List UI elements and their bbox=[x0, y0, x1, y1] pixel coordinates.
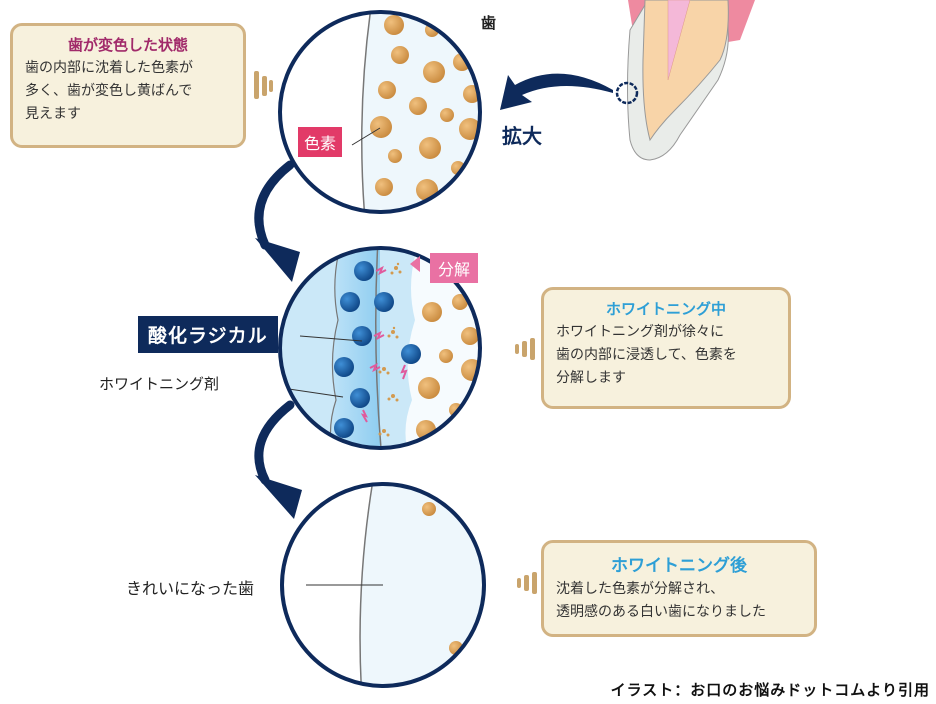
info-box-body: 歯の内部に沈着した色素が 多く、歯が変色し黄ばんで 見えます bbox=[25, 57, 231, 126]
pigment-particles bbox=[370, 15, 480, 201]
info-box-discolored: 歯が変色した状態 歯の内部に沈着した色素が 多く、歯が変色し黄ばんで 見えます bbox=[10, 23, 246, 148]
info-box-title: ホワイトニング後 bbox=[611, 556, 747, 576]
credit-text: イラスト：お口のお悩みドットコムより引用 bbox=[610, 681, 930, 699]
flow-arrow-2-icon bbox=[254, 400, 295, 485]
body-line: 分解します bbox=[556, 370, 626, 386]
body-line: 歯の内部に浸透して、色素を bbox=[556, 347, 737, 363]
body-line: 沈着した色素が分解され、 bbox=[556, 581, 725, 597]
magnify-target-icon bbox=[615, 81, 639, 105]
discolored-tooth-circle bbox=[278, 10, 482, 214]
label-decompose: 分解 bbox=[430, 253, 479, 283]
decomposed-pigment bbox=[378, 262, 402, 437]
info-box-title: ホワイトニング中 bbox=[605, 300, 726, 318]
body-line: 見えます bbox=[25, 106, 81, 122]
info-box-title: 歯が変色した状態 bbox=[67, 36, 188, 54]
label-pigment: 色素 bbox=[298, 127, 343, 157]
body-line: 歯の内部に沈着した色素が bbox=[25, 60, 193, 76]
pigment-particles bbox=[416, 294, 480, 440]
body-line: ホワイトニング剤が徐々に bbox=[556, 324, 724, 340]
pigment-particle bbox=[422, 502, 436, 516]
label-clean-tooth: きれいになった歯 bbox=[126, 579, 255, 598]
label-whitening-agent: ホワイトニング剤 bbox=[99, 375, 220, 393]
info-box-body: ホワイトニング剤が徐々に 歯の内部に浸透して、色素を 分解します bbox=[556, 321, 776, 390]
info-box-whitening: ホワイトニング中 ホワイトニング剤が徐々に 歯の内部に浸透して、色素を 分解しま… bbox=[541, 287, 791, 409]
tooth-illustration bbox=[615, 0, 755, 161]
connector-bars bbox=[254, 71, 537, 594]
flow-arrow-1-icon bbox=[254, 160, 295, 250]
label-magnify: 拡大 bbox=[502, 124, 542, 148]
flow-arrows bbox=[254, 160, 295, 485]
info-box-body: 沈着した色素が分解され、 透明感のある白い歯になりました bbox=[556, 578, 802, 624]
decompose-sparks bbox=[360, 265, 408, 423]
body-line: 多く、歯が変色し黄ばんで bbox=[25, 83, 193, 99]
body-line: 透明感のある白い歯になりました bbox=[556, 604, 766, 620]
magnify-arrow-icon bbox=[500, 73, 613, 110]
oxidizing-radicals bbox=[334, 261, 421, 438]
label-tooth: 歯 bbox=[481, 14, 497, 32]
clean-tooth-circle bbox=[280, 482, 486, 688]
info-box-after: ホワイトニング後 沈着した色素が分解され、 透明感のある白い歯になりました bbox=[541, 540, 817, 637]
label-oxidizing-radical: 酸化ラジカル bbox=[138, 316, 278, 353]
